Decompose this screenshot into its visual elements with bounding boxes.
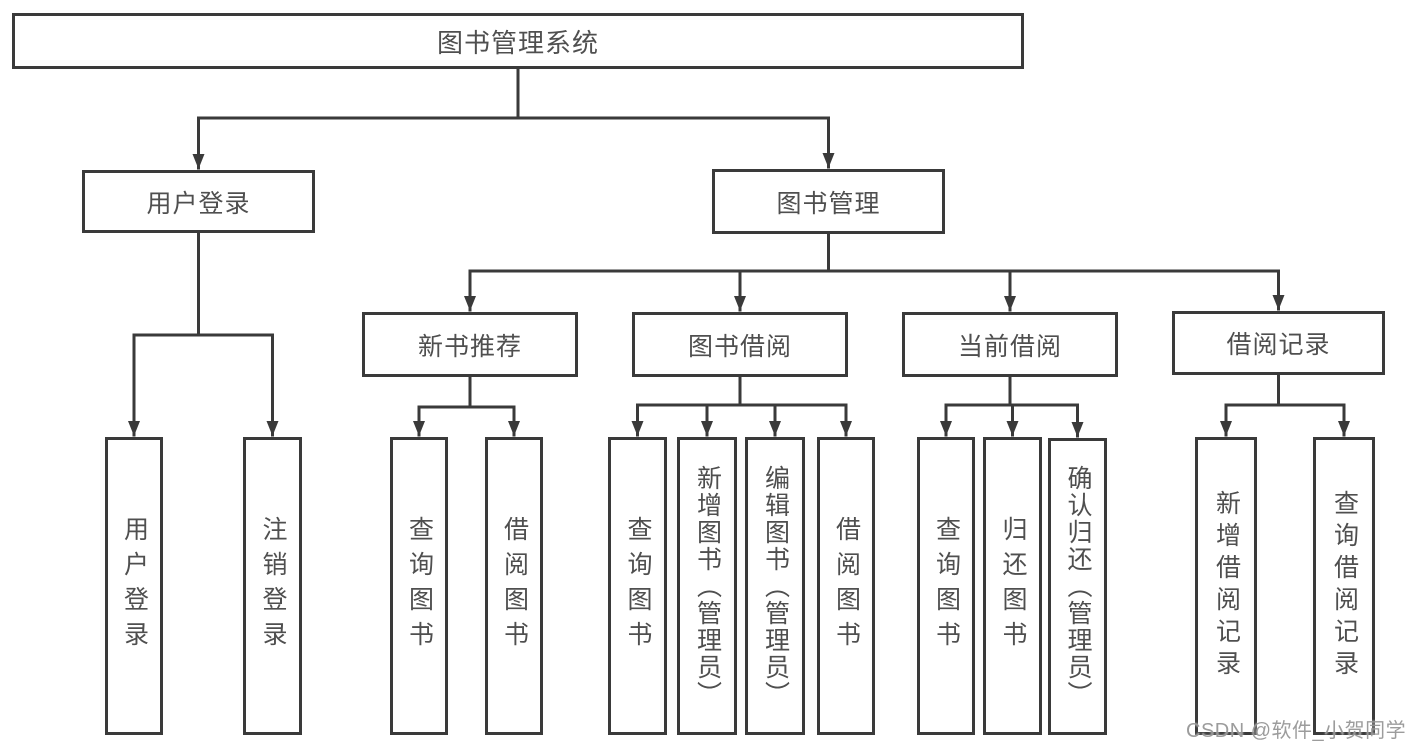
node-br-query: 查询借阅记录: [1313, 437, 1375, 735]
connector-line: [944, 375, 1079, 407]
node-label-user-login: 用户登录: [146, 189, 251, 218]
connector-line: [1224, 373, 1346, 407]
node-book-borrow: 图书借阅: [632, 312, 848, 377]
connector-line: [636, 375, 848, 407]
node-label-login: 用户登录: [120, 516, 149, 656]
node-label-borrow-records: 借阅记录: [1226, 331, 1331, 359]
node-bb-query: 查询图书: [608, 437, 667, 735]
watermark-text: CSDN @软件_小贺同学: [1186, 720, 1405, 742]
node-cb-confirm: 确认归还（管理员）: [1048, 438, 1107, 735]
node-label-bb-borrow: 借阅图书: [832, 516, 861, 656]
connector-line: [468, 232, 1280, 273]
node-bb-edit: 编辑图书（管理员）: [745, 437, 805, 735]
node-label-new-book-rec: 新书推荐: [417, 332, 522, 361]
node-label-br-add: 新增借阅记录: [1212, 490, 1241, 682]
node-label-root: 图书管理系统: [436, 27, 599, 58]
node-label-book-borrow: 图书借阅: [687, 332, 792, 361]
node-label-cb-return: 归还图书: [999, 516, 1027, 656]
node-label-cb-confirm: 确认归还（管理员）: [1064, 465, 1092, 708]
node-new-book-rec: 新书推荐: [362, 312, 578, 377]
node-cb-query: 查询图书: [917, 437, 975, 735]
node-bb-add: 新增图书（管理员）: [677, 437, 737, 735]
node-label-bb-edit: 编辑图书（管理员）: [761, 464, 790, 708]
node-label-book-mgmt: 图书管理: [776, 189, 881, 218]
connector-line: [132, 231, 274, 337]
connector-line: [197, 67, 830, 120]
node-label-br-query: 查询借阅记录: [1330, 490, 1359, 682]
node-label-rec-borrow: 借阅图书: [500, 516, 529, 656]
node-label-rec-query: 查询图书: [405, 516, 434, 656]
connector-line: [417, 375, 516, 409]
node-borrow-records: 借阅记录: [1172, 311, 1385, 375]
node-login: 用户登录: [105, 437, 163, 735]
node-current-borrow: 当前借阅: [902, 312, 1118, 377]
node-label-bb-add: 新增图书（管理员）: [693, 464, 722, 708]
node-root: 图书管理系统: [12, 13, 1024, 69]
node-logout: 注销登录: [243, 437, 302, 735]
node-br-add: 新增借阅记录: [1195, 437, 1257, 735]
node-rec-borrow: 借阅图书: [485, 437, 543, 735]
node-book-mgmt: 图书管理: [712, 169, 945, 234]
node-label-current-borrow: 当前借阅: [957, 332, 1062, 361]
node-label-logout: 注销登录: [259, 516, 287, 656]
node-label-bb-query: 查询图书: [624, 516, 652, 656]
node-rec-query: 查询图书: [390, 437, 448, 735]
node-label-cb-query: 查询图书: [932, 516, 961, 656]
node-cb-return: 归还图书: [983, 437, 1042, 735]
node-bb-borrow: 借阅图书: [817, 437, 875, 735]
node-user-login: 用户登录: [82, 170, 315, 233]
